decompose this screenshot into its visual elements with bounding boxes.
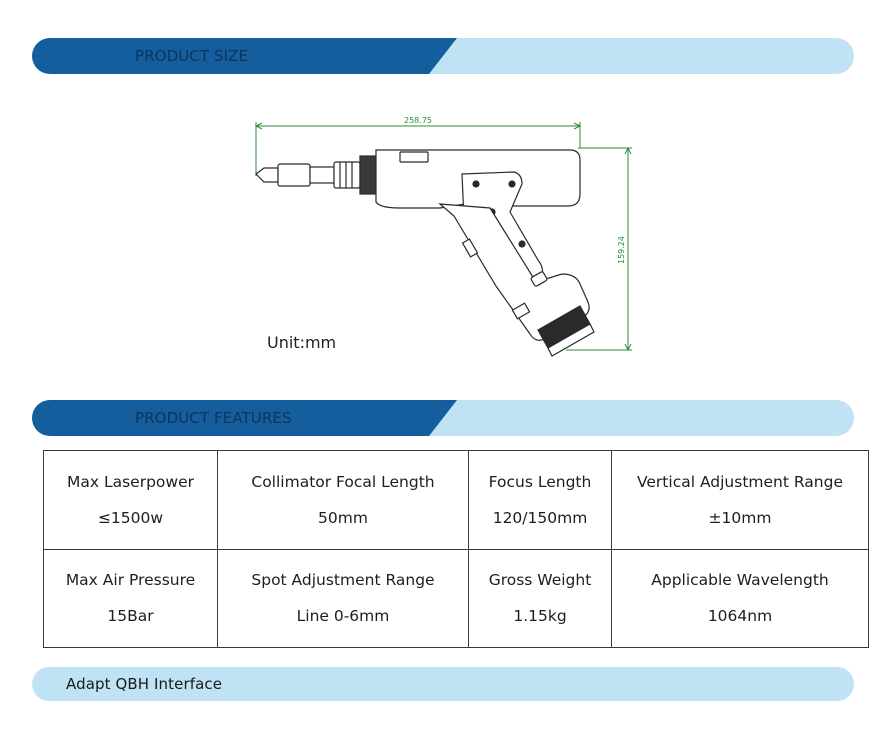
- feature-cell: Max Air Pressure 15Bar: [43, 548, 218, 648]
- feature-value: 50mm: [318, 508, 368, 527]
- height-dimension-line: [566, 146, 632, 352]
- section-title-product-size: PRODUCT SIZE: [135, 47, 249, 65]
- feature-value: 1.15kg: [513, 607, 567, 626]
- feature-label: Applicable Wavelength: [651, 571, 829, 590]
- laser-gun-dimension-drawing: 258.75 159.24: [254, 116, 632, 357]
- feature-label: Max Laserpower: [67, 472, 194, 491]
- feature-value: 1064nm: [707, 607, 773, 626]
- feature-value: 120/150mm: [492, 508, 588, 527]
- product-size-banner: PRODUCT SIZE: [32, 38, 854, 74]
- feature-label: Vertical Adjustment Range: [637, 472, 843, 491]
- qbh-interface-label: Adapt QBH Interface: [66, 675, 223, 693]
- feature-value: Line 0-6mm: [296, 607, 390, 626]
- gun-outline: [255, 149, 595, 357]
- feature-cell: Focus Length 120/150mm: [468, 450, 612, 550]
- features-table: Max Laserpower ≤1500w Collimator Focal Le…: [43, 450, 869, 648]
- feature-value: 15Bar: [107, 607, 154, 626]
- feature-cell: Max Laserpower ≤1500w: [43, 450, 218, 550]
- feature-value: ≤1500w: [97, 508, 164, 527]
- width-dimension-line: [254, 122, 582, 176]
- table-row: Max Laserpower ≤1500w Collimator Focal Le…: [43, 450, 869, 550]
- section-title-product-features: PRODUCT FEATURES: [135, 409, 292, 427]
- feature-cell: Vertical Adjustment Range ±10mm: [611, 450, 869, 550]
- height-dimension-label: 159.24: [617, 236, 626, 264]
- feature-label: Spot Adjustment Range: [251, 571, 435, 590]
- qbh-interface-banner: Adapt QBH Interface: [32, 667, 854, 701]
- feature-label: Gross Weight: [488, 571, 592, 590]
- feature-label: Max Air Pressure: [65, 571, 196, 590]
- feature-label: Collimator Focal Length: [251, 472, 435, 491]
- unit-label: Unit:mm: [267, 333, 337, 352]
- width-dimension-label: 258.75: [404, 116, 432, 125]
- banner-dark-segment: [32, 400, 457, 436]
- table-row: Max Air Pressure 15Bar Spot Adjustment Ra…: [43, 548, 869, 648]
- feature-value: ±10mm: [708, 508, 772, 527]
- feature-cell: Gross Weight 1.15kg: [468, 548, 612, 648]
- product-features-banner: PRODUCT FEATURES: [32, 400, 854, 436]
- feature-cell: Collimator Focal Length 50mm: [217, 450, 469, 550]
- feature-cell: Applicable Wavelength 1064nm: [611, 548, 869, 648]
- banner-dark-segment: [32, 38, 457, 74]
- feature-label: Focus Length: [488, 472, 592, 491]
